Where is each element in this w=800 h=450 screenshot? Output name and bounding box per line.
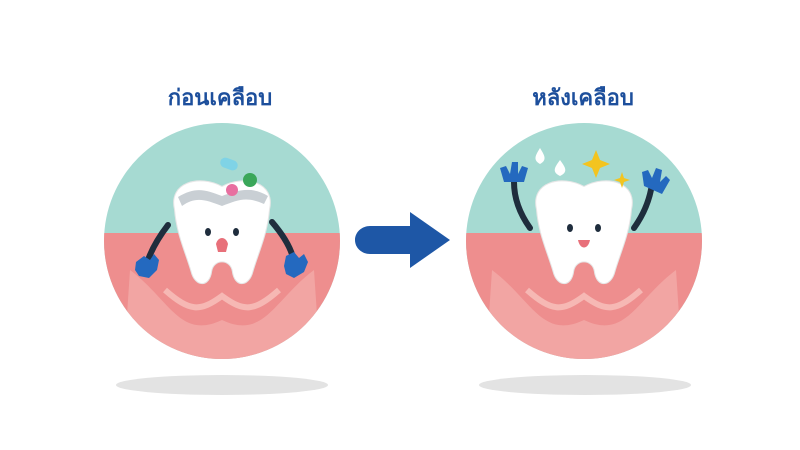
germ-icon bbox=[220, 157, 238, 171]
after-circle bbox=[466, 123, 702, 359]
germ-icon bbox=[226, 184, 238, 196]
glove-icon bbox=[135, 254, 159, 278]
tooth-after bbox=[500, 148, 670, 285]
germ-icon bbox=[243, 173, 257, 187]
title-before-coating: ก่อนเคลือบ bbox=[167, 86, 273, 111]
sparkle-icon bbox=[582, 150, 630, 188]
glove-icon bbox=[500, 162, 528, 182]
title-after-coating: หลังเคลือบ bbox=[532, 86, 634, 111]
glove-icon bbox=[642, 168, 670, 194]
arrow-right-icon bbox=[355, 212, 450, 268]
shadow-right bbox=[479, 375, 691, 395]
water-drop-icon bbox=[535, 148, 566, 176]
glove-icon bbox=[284, 252, 308, 278]
tooth-before bbox=[135, 157, 308, 285]
shadow-left bbox=[116, 375, 328, 395]
